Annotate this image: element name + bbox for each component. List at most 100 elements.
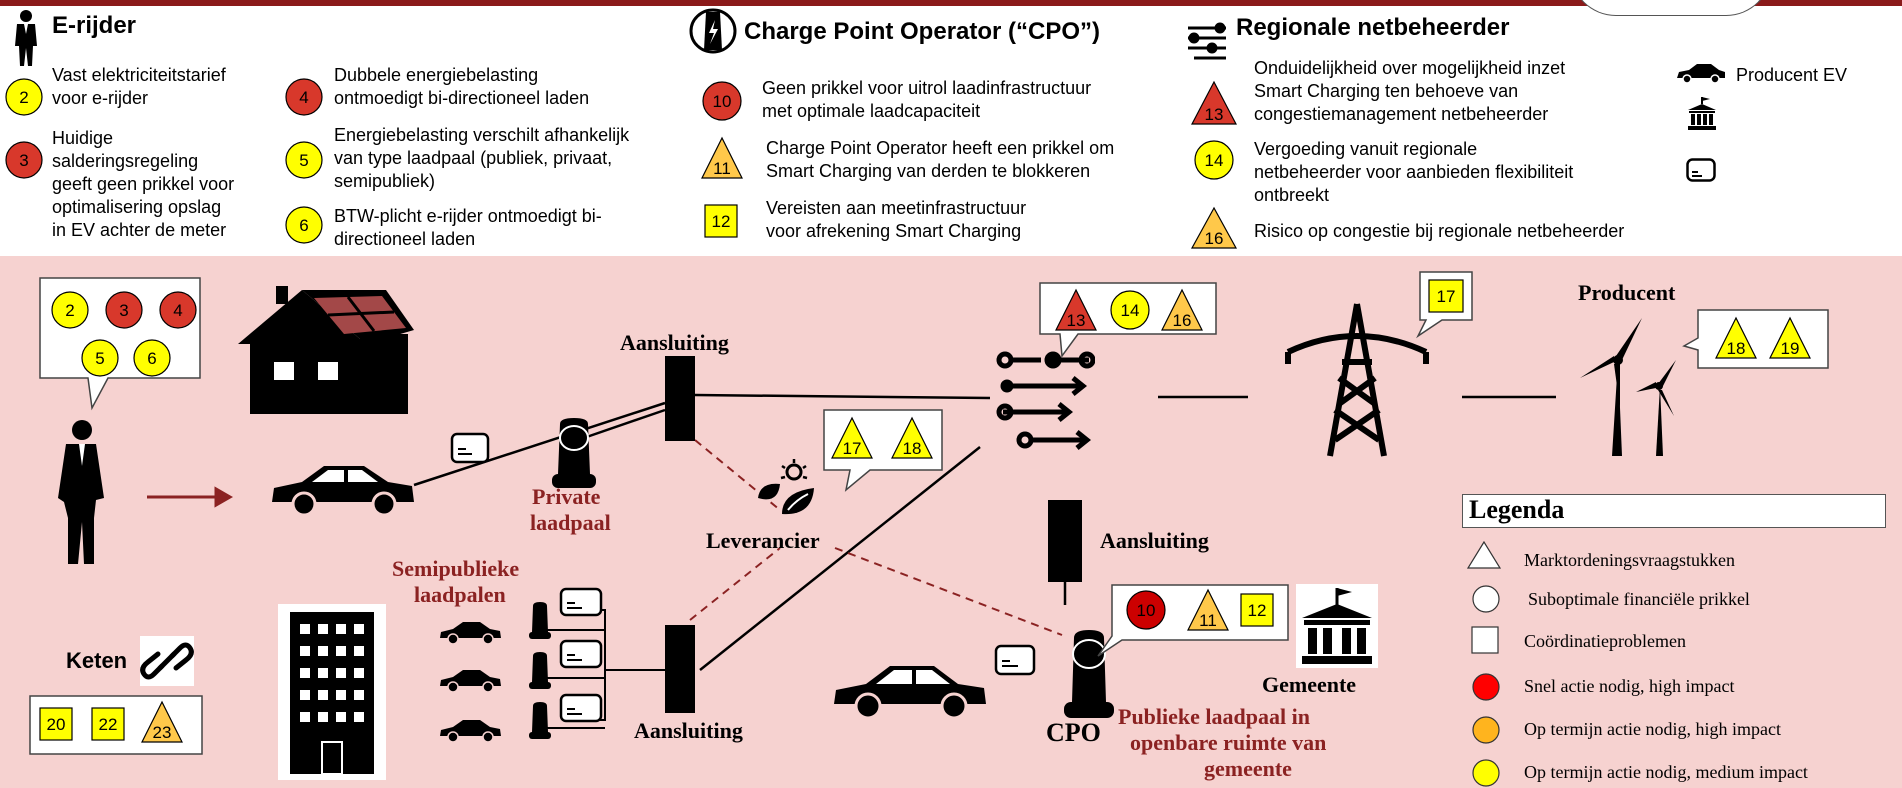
semipublic-charger-2: [529, 652, 551, 689]
svg-text:19: 19: [1781, 339, 1800, 358]
netbeheerder-icon: [1188, 22, 1226, 60]
cpo-charger-icon: [689, 8, 737, 54]
semipublieke-line-1: Semipublieke: [392, 556, 520, 581]
svg-text:13: 13: [1067, 311, 1086, 330]
cpo-label: CPO: [1046, 718, 1101, 747]
svg-text:23: 23: [153, 723, 172, 742]
issue-5-line-3: semipubliek): [334, 171, 436, 191]
issue-10-line-1: Geen prikkel voor uitrol laadinfrastruct…: [762, 78, 1092, 98]
private-charger-icon: [552, 418, 596, 488]
svg-text:2: 2: [65, 301, 74, 320]
legend-item-6: Op termijn actie nodig, medium impact: [1524, 762, 1808, 782]
private-car-icon: [272, 466, 414, 516]
publieke-line-3: gemeente: [1204, 756, 1292, 781]
producent-callout: 18 19: [1682, 309, 1829, 369]
private-card-icon: [450, 432, 490, 464]
svg-text:11: 11: [1199, 611, 1217, 630]
legend-item-5: Op termijn actie nodig, high impact: [1524, 719, 1781, 739]
svg-text:2: 2: [19, 88, 28, 107]
issue-2-line-1: Vast elektriciteitstarief: [52, 65, 226, 85]
issue-3-line-1: Huidige: [52, 128, 114, 148]
house-solar-icon: [238, 286, 414, 414]
svg-text:10: 10: [713, 92, 732, 111]
marker-10: 10: [702, 81, 742, 121]
aansluiting-top-label: Aansluiting: [620, 330, 729, 355]
chain-link-icon: [140, 636, 194, 686]
legend-square-symbol: [1471, 626, 1499, 654]
svg-text:12: 12: [1248, 601, 1267, 620]
issue-4-line-2: ontmoedigt bi-directioneel laden: [334, 88, 590, 108]
svg-text:18: 18: [1727, 339, 1746, 358]
legend-symbols: [1466, 540, 1502, 787]
leverancier-eco-icon: [758, 459, 814, 515]
semipublic-card-3: [559, 693, 603, 723]
issue-16-line-1: Risico op congestie bij regionale netbeh…: [1254, 221, 1625, 241]
pylon-callout: 17: [1416, 271, 1473, 339]
legend-circle-symbol: [1472, 585, 1500, 613]
svg-text:17: 17: [1437, 287, 1456, 306]
issue-12-line-1: Vereisten aan meetinfrastructuur: [766, 198, 1027, 218]
svg-text:20: 20: [47, 715, 66, 734]
marker-14: 14: [1194, 140, 1234, 180]
svg-text:11: 11: [713, 159, 731, 178]
producent-ev-label: Producent EV: [1736, 65, 1848, 85]
semipublic-charger-1: [529, 602, 551, 639]
issue-5-line-1: Energiebelasting verschilt afhankelijk: [334, 125, 630, 145]
issue-6-line-1: BTW-plicht e-rijder ontmoedigt bi-: [334, 206, 602, 226]
marker-12: 12: [704, 204, 738, 238]
svg-text:12: 12: [712, 212, 731, 231]
cpo-callout: 10 11 12: [1097, 584, 1289, 657]
svg-text:3: 3: [19, 151, 28, 170]
svg-text:4: 4: [173, 301, 182, 320]
legend-item-1: Marktordeningsvraagstukken: [1524, 550, 1735, 570]
marker-16: 16: [1190, 206, 1238, 249]
semipublic-card-2: [559, 639, 603, 669]
issue-14-line-2: netbeheerder voor aanbieden flexibilitei…: [1254, 162, 1574, 182]
public-card-icon: [994, 644, 1036, 676]
legend-item-4: Snel actie nodig, high impact: [1524, 676, 1735, 696]
issue-5-line-2: van type laadpaal (publiek, privaat,: [334, 148, 613, 168]
issue-3-line-4: optimalisering opslag: [52, 197, 222, 217]
semipublic-car-1: [440, 622, 501, 645]
keten-label: Keten: [66, 648, 128, 673]
private-laadpaal-line-2: laadpaal: [530, 510, 611, 535]
svg-text:22: 22: [99, 715, 118, 734]
issue-4-line-1: Dubbele energiebelasting: [334, 65, 539, 85]
leverancier-callout: 17 18: [823, 409, 943, 492]
erijder-title: E-rijder: [52, 12, 137, 39]
issue-10-line-2: met optimale laadcapaciteit: [762, 101, 981, 121]
svg-text:10: 10: [1137, 601, 1156, 620]
issue-14-line-1: Vergoeding vanuit regionale: [1254, 139, 1478, 159]
svg-text:6: 6: [299, 216, 308, 235]
svg-text:5: 5: [299, 151, 308, 170]
keten-callout: 20 22 23: [29, 695, 203, 755]
svg-text:14: 14: [1121, 301, 1140, 320]
car-icon: [1677, 64, 1725, 84]
gemeente-building-icon: [1688, 97, 1716, 130]
legend-item-3: Coördinatieproblemen: [1524, 631, 1686, 651]
semipublieke-line-2: laadpalen: [414, 582, 506, 607]
publieke-line-1: Publieke laadpaal in: [1118, 704, 1310, 729]
marker-4: 4: [285, 78, 323, 116]
network-flow-icon: [996, 351, 1095, 450]
leverancier-label: Leverancier: [706, 528, 820, 553]
marker-2: 2: [5, 78, 43, 116]
gemeente-icon: [1296, 584, 1378, 668]
svg-text:13: 13: [1205, 105, 1224, 124]
legend-orange-symbol: [1472, 716, 1500, 744]
erijder-figure-icon: [58, 420, 104, 564]
issue-11-line-1: Charge Point Operator heeft een prikkel …: [766, 138, 1115, 158]
cpo-title: Charge Point Operator (“CPO”): [744, 18, 1101, 45]
svg-text:18: 18: [903, 439, 922, 458]
cpo-charger-pole-icon: [1064, 630, 1114, 718]
semipublic-car-3: [440, 720, 501, 743]
marker-6: 6: [285, 206, 323, 244]
marker-11: 11: [701, 136, 743, 179]
issue-6-line-2: directioneel laden: [334, 229, 476, 249]
netbeheerder-callout: 13 14 16: [1039, 282, 1217, 359]
legend-title: Legenda: [1462, 494, 1886, 528]
